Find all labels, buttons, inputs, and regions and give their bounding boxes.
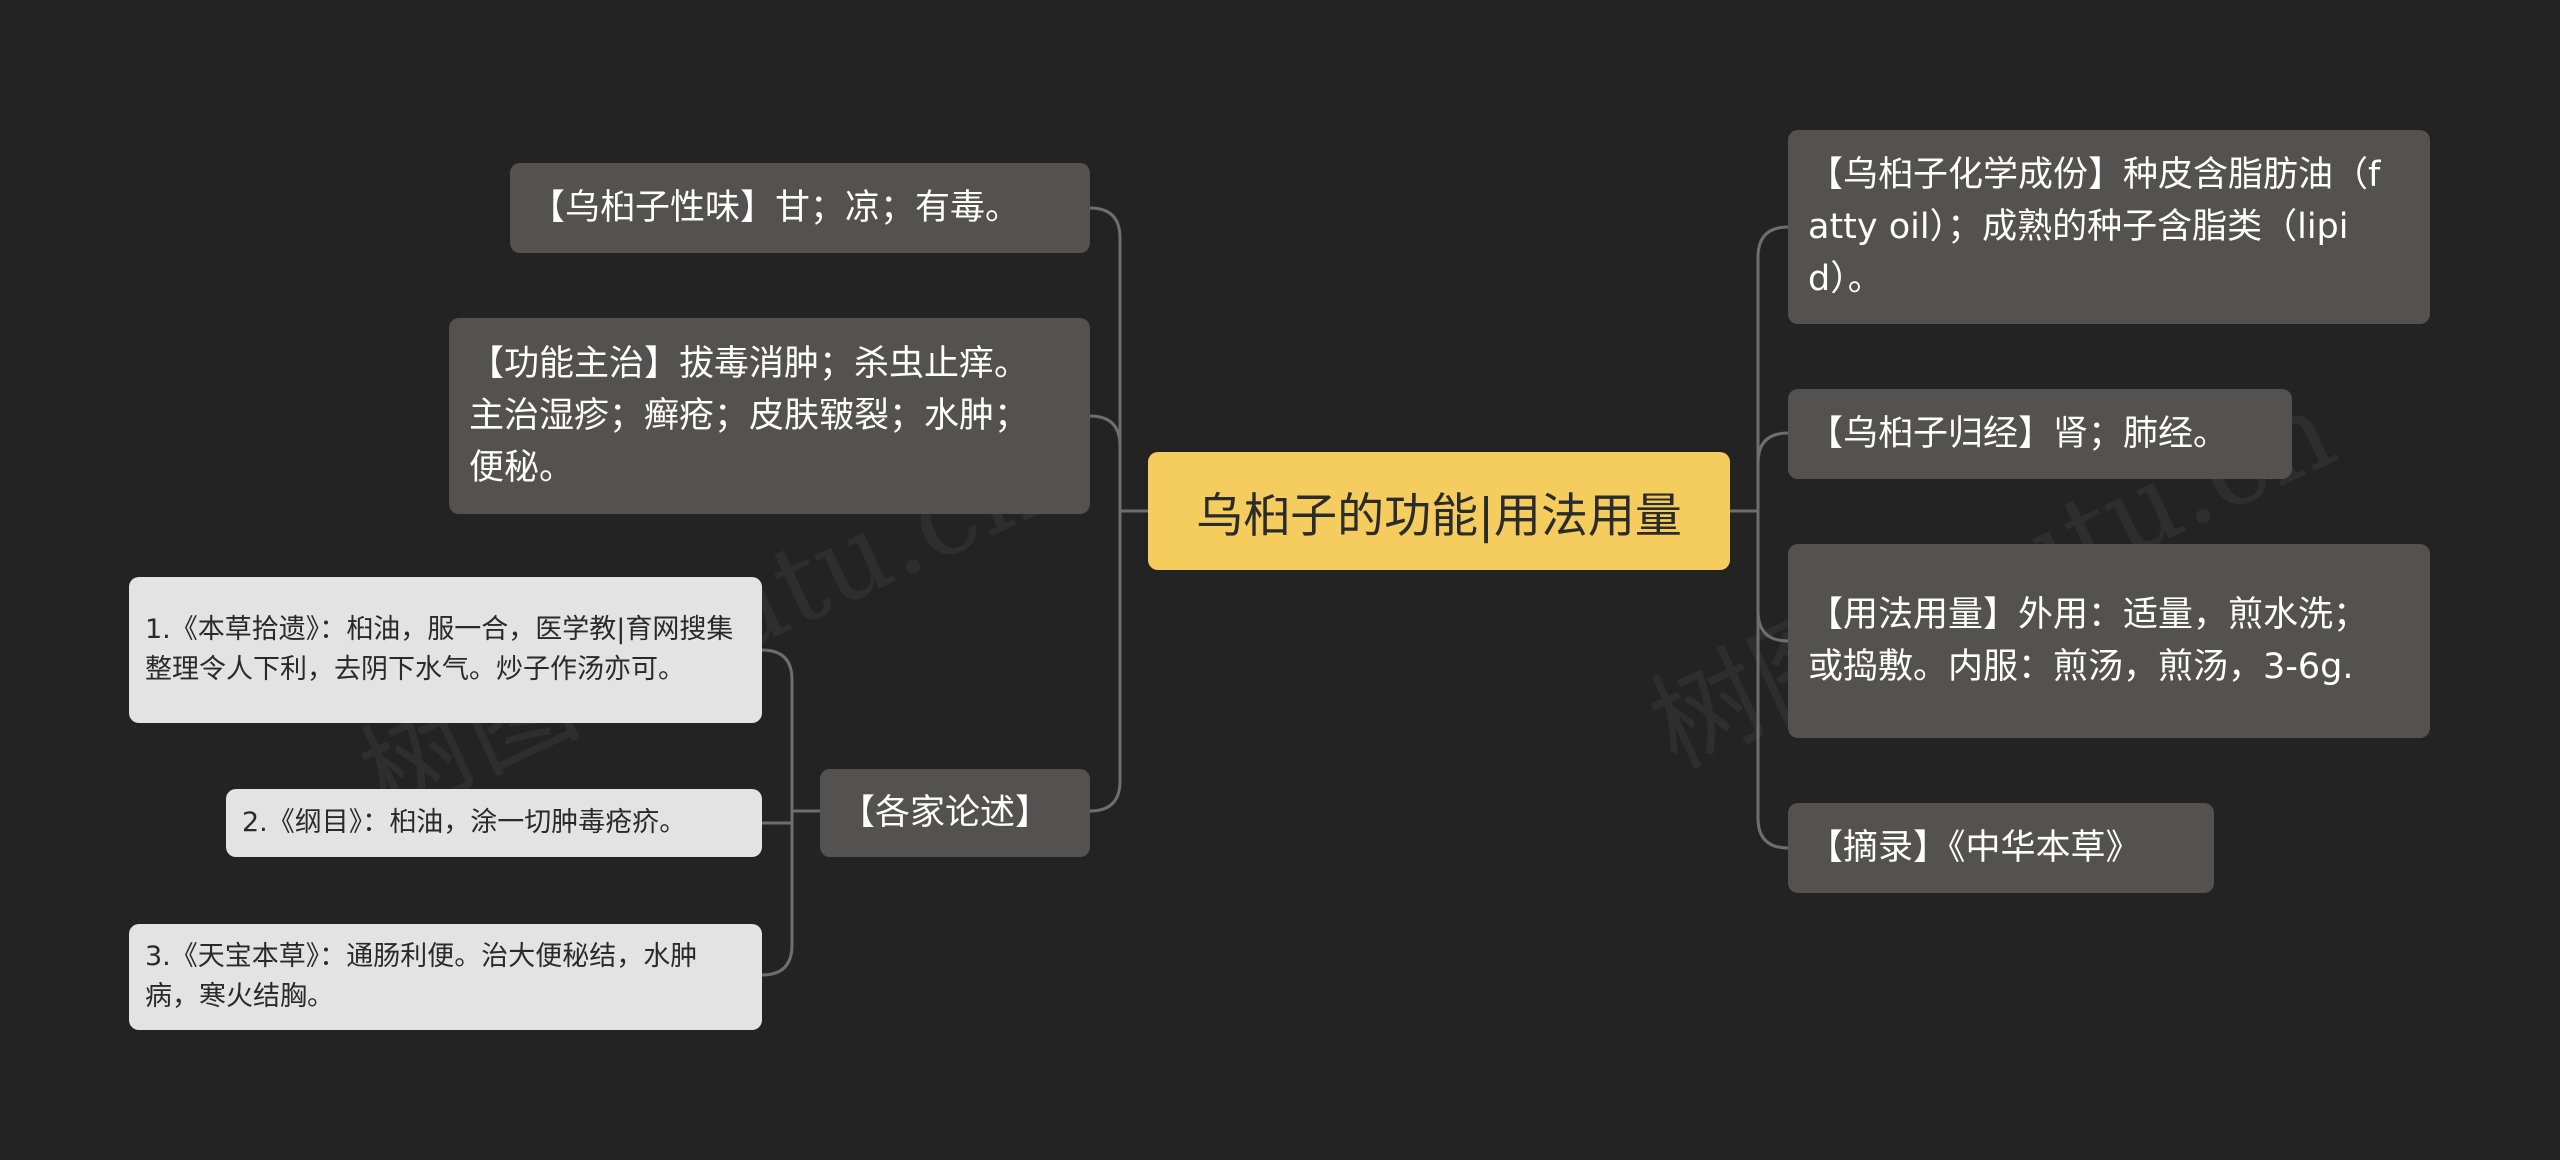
- topic-meridian-label: 【乌桕子归经】肾；肺经。: [1808, 414, 2229, 454]
- topic-source[interactable]: 【摘录】《中华本草》: [1788, 803, 2214, 893]
- topic-opinions[interactable]: 【各家论述】: [820, 769, 1090, 857]
- connector-left-taste: [1089, 206, 1122, 813]
- topic-taste-label: 【乌桕子性味】甘；凉；有毒。: [530, 188, 1021, 228]
- connector-right-meridian: [1756, 431, 1789, 464]
- opinion-item-label: 3.《天宝本草》：通肠利便。治大便秘结，水肿病，寒火结胸。: [145, 941, 698, 1012]
- topic-function[interactable]: 【功能主治】拔毒消肿；杀虫止痒。主治湿疹；癣疮；皮肤皲裂；水肿；便秘。: [449, 318, 1090, 514]
- connector-opinion-items: [761, 648, 794, 977]
- central-topic[interactable]: 乌桕子的功能|用法用量: [1148, 452, 1730, 570]
- topic-function-label: 【功能主治】拔毒消肿；杀虫止痒。主治湿疹；癣疮；皮肤皲裂；水肿；便秘。: [469, 344, 1030, 488]
- topic-taste[interactable]: 【乌桕子性味】甘；凉；有毒。: [510, 163, 1090, 253]
- opinion-item[interactable]: 3.《天宝本草》：通肠利便。治大便秘结，水肿病，寒火结胸。: [129, 924, 762, 1030]
- topic-opinions-label: 【各家论述】: [840, 793, 1051, 833]
- opinion-item-label: 2.《纲目》：桕油，涂一切肿毒疮疥。: [242, 807, 687, 838]
- topic-chemistry-label: 【乌桕子化学成份】种皮含脂肪油（fatty oil）；成熟的种子含脂类（lipi…: [1808, 155, 2381, 299]
- opinion-item[interactable]: 1.《本草拾遗》：桕油，服一合，医学教|育网搜集整理令人下利，去阴下水气。炒子作…: [129, 577, 762, 723]
- topic-meridian[interactable]: 【乌桕子归经】肾；肺经。: [1788, 389, 2292, 479]
- opinion-item-label: 1.《本草拾遗》：桕油，服一合，医学教|育网搜集整理令人下利，去阴下水气。炒子作…: [145, 614, 734, 685]
- topic-usage[interactable]: 【用法用量】外用：适量，煎水洗；或捣敷。内服：煎汤，煎汤，3-6g.: [1788, 544, 2430, 738]
- central-topic-label: 乌桕子的功能|用法用量: [1196, 488, 1682, 544]
- topic-chemistry[interactable]: 【乌桕子化学成份】种皮含脂肪油（fatty oil）；成熟的种子含脂类（lipi…: [1788, 130, 2430, 324]
- topic-usage-label: 【用法用量】外用：适量，煎水洗；或捣敷。内服：煎汤，煎汤，3-6g.: [1808, 595, 2369, 687]
- connector-right-usage: [1756, 610, 1789, 643]
- connector-left-function: [1089, 414, 1122, 447]
- connector-right-trunk: [1756, 225, 1789, 850]
- opinion-item[interactable]: 2.《纲目》：桕油，涂一切肿毒疮疥。: [226, 789, 762, 857]
- topic-source-label: 【摘录】《中华本草》: [1808, 828, 2141, 868]
